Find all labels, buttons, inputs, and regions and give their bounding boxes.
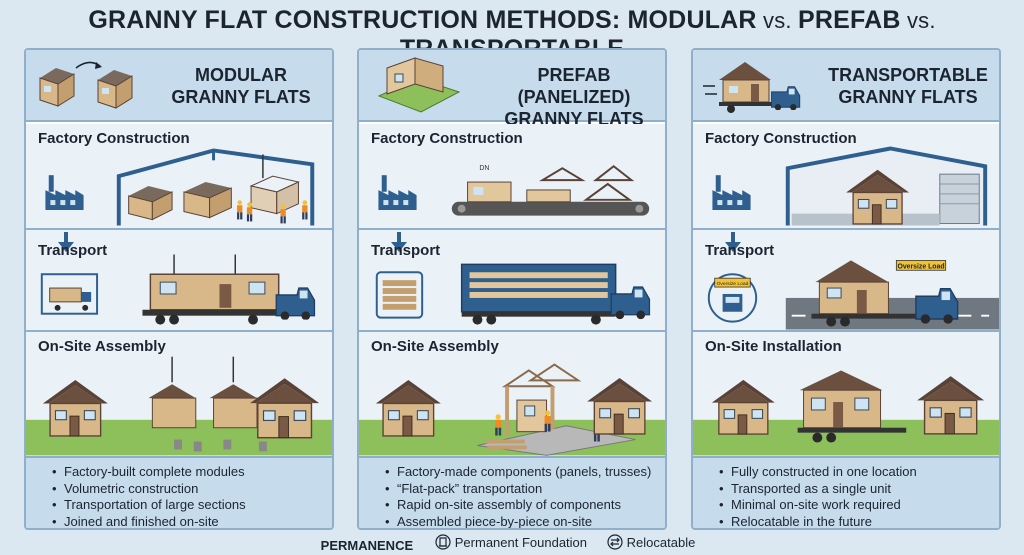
bullet-item: Transportation of large sections	[52, 497, 332, 514]
section-factory: Factory Construction DN	[359, 124, 665, 228]
legend-item-foundation: Permanent Foundation	[435, 534, 587, 550]
heading-line-1: MODULAR	[195, 65, 287, 85]
transport-scene	[40, 254, 316, 325]
bullet-list: Fully constructed in one location Transp…	[693, 456, 999, 529]
title-vs-2: vs.	[900, 8, 936, 33]
column-heading: MODULAR GRANNY FLATS	[146, 64, 332, 108]
factory-scene: DN	[378, 165, 650, 216]
heading-line-2: GRANNY FLATS	[171, 87, 311, 107]
section-divider	[359, 228, 665, 230]
section-onsite: On-Site Installation	[693, 332, 999, 456]
title-part-prefab: PREFAB	[798, 6, 901, 34]
bullet-item: Transported as a single unit	[719, 481, 999, 498]
truck-cab-icon	[610, 286, 651, 320]
column-transportable: TRANSPORTABLE GRANNY FLATS Factory Const…	[691, 48, 1001, 530]
bullet-item: Volumetric construction	[52, 481, 332, 498]
column-modular: MODULAR GRANNY FLATS Factory Constructio…	[24, 48, 334, 530]
factory-scene	[45, 148, 315, 226]
section-factory: Factory Construction	[26, 124, 332, 228]
factory-scene	[712, 146, 988, 226]
bullet-list: Factory-built complete modules Volumetri…	[26, 456, 332, 529]
onsite-scene	[26, 356, 332, 456]
section-label: On-Site Assembly	[38, 338, 166, 355]
transport-scene: Oversize Load Oversize Load	[707, 260, 999, 330]
legend-item-relocatable: Relocatable	[607, 534, 696, 550]
section-divider	[693, 330, 999, 332]
onsite-scene	[693, 370, 999, 456]
section-label: Factory Construction	[38, 130, 190, 147]
oversize-small-text: Oversize Load	[717, 281, 749, 287]
title-vs-1: vs.	[756, 8, 799, 33]
column-heading: PREFAB (PANELIZED) GRANNY FLATS	[479, 64, 665, 130]
permanence-legend: PERMANENCE Permanent Foundation Relocata…	[0, 534, 1024, 554]
legend-item-label: Relocatable	[626, 534, 696, 550]
section-label: Transport	[371, 242, 441, 259]
column-header: MODULAR GRANNY FLATS	[26, 50, 332, 122]
house-icon	[375, 379, 442, 437]
column-prefab: PREFAB (PANELIZED) GRANNY FLATS Factory …	[357, 48, 667, 530]
truck-cab-icon	[915, 287, 959, 324]
bullet-item: Factory-made components (panels, trusses…	[385, 464, 665, 481]
heading-line-1: TRANSPORTABLE	[828, 65, 988, 85]
bullet-item: Joined and finished on-site	[52, 514, 332, 529]
bullet-item: Assembled piece-by-piece on-site	[385, 514, 665, 529]
column-header: PREFAB (PANELIZED) GRANNY FLATS	[359, 50, 665, 129]
bullet-item: Relocatable in the future	[719, 514, 999, 529]
heading-line-1: PREFAB (PANELIZED)	[517, 65, 631, 107]
factory-icon	[45, 175, 84, 211]
section-label: On-Site Assembly	[371, 338, 499, 355]
truck-cab-icon	[275, 287, 316, 320]
panel-label: DN	[479, 165, 489, 172]
section-transport: Transport	[26, 230, 332, 330]
bullet-item: Minimal on-site work required	[719, 497, 999, 514]
section-onsite: On-Site Assembly	[26, 332, 332, 456]
column-header: TRANSPORTABLE GRANNY FLATS	[693, 50, 999, 122]
bullet-item: “Flat-pack” transportation	[385, 481, 665, 498]
oversize-load-sign: Oversize Load	[897, 263, 944, 270]
foundation-icon	[435, 534, 451, 550]
legend-item-label: Permanent Foundation	[454, 534, 588, 550]
section-transport: Transport	[359, 230, 665, 330]
section-divider	[26, 228, 332, 230]
modules-swap-icon	[39, 61, 133, 109]
factory-icon	[712, 175, 751, 211]
section-factory: Factory Construction	[693, 124, 999, 228]
section-onsite: On-Site Assembly	[359, 332, 665, 456]
legend-label: PERMANENCE	[320, 538, 414, 553]
section-label: On-Site Installation	[705, 338, 842, 355]
heading-line-2: GRANNY FLATS	[838, 87, 978, 107]
section-label: Transport	[38, 242, 108, 259]
house-icon	[711, 379, 776, 435]
transport-scene	[375, 263, 651, 325]
section-label: Factory Construction	[371, 130, 523, 147]
onsite-scene	[359, 363, 665, 456]
section-label: Transport	[705, 242, 775, 259]
bullet-item: Factory-built complete modules	[52, 464, 332, 481]
column-heading: TRANSPORTABLE GRANNY FLATS	[813, 64, 999, 108]
bullet-item: Rapid on-site assembly of components	[385, 497, 665, 514]
house-truck-icon	[703, 62, 801, 113]
section-divider	[693, 228, 999, 230]
bullet-list: Factory-made components (panels, trusses…	[359, 456, 665, 529]
title-part-modular: GRANNY FLAT CONSTRUCTION METHODS: MODULA…	[88, 6, 757, 34]
section-label: Factory Construction	[705, 130, 857, 147]
panels-puzzle-icon	[377, 57, 461, 113]
relocate-arrows-icon	[607, 534, 623, 550]
section-divider	[26, 330, 332, 332]
factory-icon	[378, 175, 417, 211]
house-icon	[42, 379, 109, 437]
section-divider	[359, 330, 665, 332]
section-transport: Transport Oversize Load Oversize Load	[693, 230, 999, 330]
bullet-item: Fully constructed in one location	[719, 464, 999, 481]
